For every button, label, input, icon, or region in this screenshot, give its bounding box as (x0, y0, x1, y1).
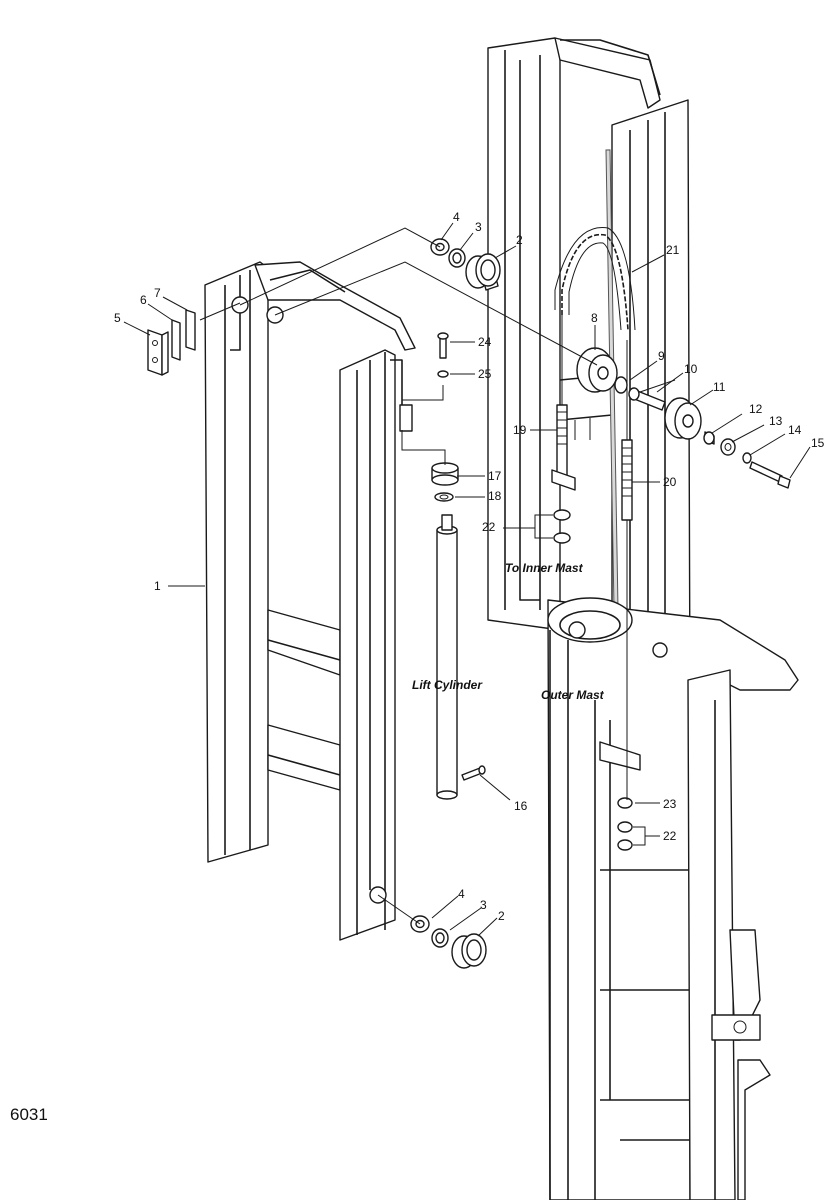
part-chain-21 (554, 227, 636, 331)
callout-2-top: 2 (516, 233, 523, 247)
callout-4-bottom: 4 (458, 887, 465, 901)
part-pin-10 (628, 387, 666, 411)
callout-16: 16 (514, 799, 528, 813)
part-ring-3-bottom (431, 928, 449, 948)
part-bearing-2-bottom (451, 933, 487, 969)
middle-mast-drawing (204, 261, 416, 863)
part-bolt-16 (461, 765, 486, 781)
callout-22-top: 22 (482, 520, 496, 534)
part-cushion-17 (431, 462, 459, 486)
part-washer-13 (720, 438, 736, 456)
callout-4-top: 4 (453, 210, 460, 224)
part-spacer-23 (617, 797, 633, 809)
callout-8: 8 (591, 311, 598, 325)
caption-to-inner-mast: To Inner Mast (505, 561, 584, 575)
part-nuts-22-top (553, 509, 571, 544)
callout-12: 12 (749, 402, 763, 416)
part-bearing-2-top (465, 253, 501, 291)
part-ring-9 (614, 376, 628, 394)
callout-1: 1 (154, 579, 161, 593)
part-shim-7 (185, 309, 196, 351)
callout-18: 18 (488, 489, 502, 503)
part-anchor-bolt-19 (551, 404, 576, 491)
part-bracket-5 (147, 329, 169, 376)
part-bolt-24 (437, 332, 449, 359)
inner-mast-upper-drawing (487, 37, 691, 701)
front-mast-section-drawing (339, 349, 413, 941)
callout-20: 20 (663, 475, 677, 489)
callout-21: 21 (666, 243, 680, 257)
part-shim-6 (171, 319, 181, 361)
callout-9: 9 (658, 349, 665, 363)
callout-11: 11 (713, 380, 726, 394)
callout-3-top: 3 (475, 220, 482, 234)
callout-15: 15 (811, 436, 825, 450)
part-spacer-12 (703, 431, 715, 445)
callout-23: 23 (663, 797, 677, 811)
assembly-lines (199, 227, 676, 925)
callout-22-bottom: 22 (663, 829, 677, 843)
callout-25: 25 (478, 367, 492, 381)
callout-10: 10 (684, 362, 698, 376)
callout-7: 7 (154, 286, 161, 300)
callout-14: 14 (788, 423, 802, 437)
outer-mast-drawing (547, 597, 799, 1200)
callout-24: 24 (478, 335, 492, 349)
figure-number: 6031 (10, 1105, 48, 1124)
caption-outer-mast: Outer Mast (541, 688, 605, 702)
callout-13: 13 (769, 414, 783, 428)
callout-numbers: 1 2 3 4 5 6 7 8 9 10 11 12 13 14 15 16 1… (114, 210, 825, 923)
part-washer-25 (437, 370, 449, 378)
callout-leaders (123, 222, 811, 937)
caption-lift-cylinder: Lift Cylinder (412, 678, 483, 692)
part-anchor-bolt-20 (621, 439, 633, 521)
callout-19: 19 (513, 423, 527, 437)
part-nuts-22-bottom (617, 821, 633, 851)
callout-6: 6 (140, 293, 147, 307)
part-bolt-15 (749, 461, 791, 489)
lift-cylinder-drawing (436, 514, 458, 800)
part-ring-3-top (448, 248, 466, 268)
callout-17: 17 (488, 469, 502, 483)
part-sheave-11 (664, 397, 702, 440)
callout-3-bottom: 3 (480, 898, 487, 912)
part-shim-18 (434, 492, 454, 502)
part-nut-14 (742, 452, 752, 464)
callout-5: 5 (114, 311, 121, 325)
callout-2-bottom: 2 (498, 909, 505, 923)
